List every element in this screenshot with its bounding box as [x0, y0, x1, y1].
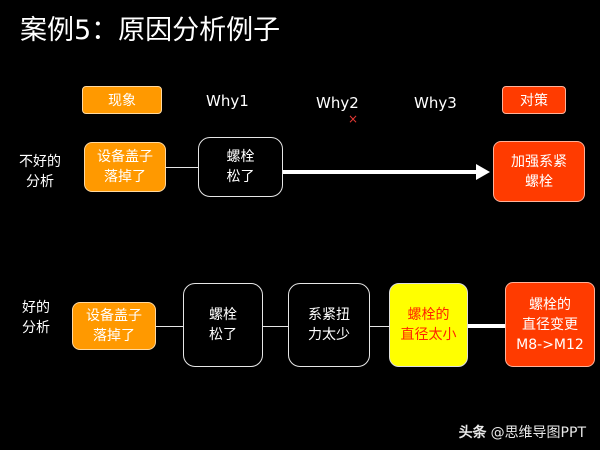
good-connector-3 — [370, 326, 389, 327]
header-why1: Why1 — [206, 92, 249, 110]
bad-phenomenon-box: 设备盖子 落掉了 — [84, 142, 166, 192]
header-countermeasure: 对策 — [502, 86, 566, 114]
bad-arrow-shaft — [283, 170, 479, 174]
bad-arrow-head — [476, 164, 490, 180]
page-title: 案例5：原因分析例子 — [20, 15, 281, 46]
bad-why1-box: 螺栓 松了 — [198, 137, 283, 197]
footer-brand: 头条 — [458, 425, 487, 441]
header-why3: Why3 — [414, 94, 457, 112]
good-why2-box: 系紧扭 力太少 — [288, 283, 370, 367]
good-connector-4 — [468, 324, 505, 328]
good-why1-box: 螺栓 松了 — [183, 283, 263, 367]
good-connector-2 — [263, 326, 288, 327]
why2-cross-mark: × — [348, 112, 359, 126]
good-phenomenon-box: 设备盖子 落掉了 — [72, 302, 156, 350]
good-why3-box: 螺栓的 直径太小 — [389, 283, 468, 367]
footer-author: @思维导图PPT — [490, 425, 586, 441]
header-phenomenon: 现象 — [82, 86, 162, 114]
good-connector-1 — [156, 326, 183, 327]
footer-watermark: 头条@思维导图PPT — [459, 422, 586, 442]
good-countermeasure-box: 螺栓的 直径变更 M8->M12 — [505, 282, 595, 367]
bad-analysis-label: 不好的 分析 — [19, 154, 61, 190]
bad-connector-1 — [166, 167, 198, 168]
bad-countermeasure-box: 加强系紧 螺栓 — [493, 141, 585, 202]
good-analysis-label: 好的 分析 — [22, 300, 50, 336]
header-why2: Why2 — [316, 94, 359, 112]
